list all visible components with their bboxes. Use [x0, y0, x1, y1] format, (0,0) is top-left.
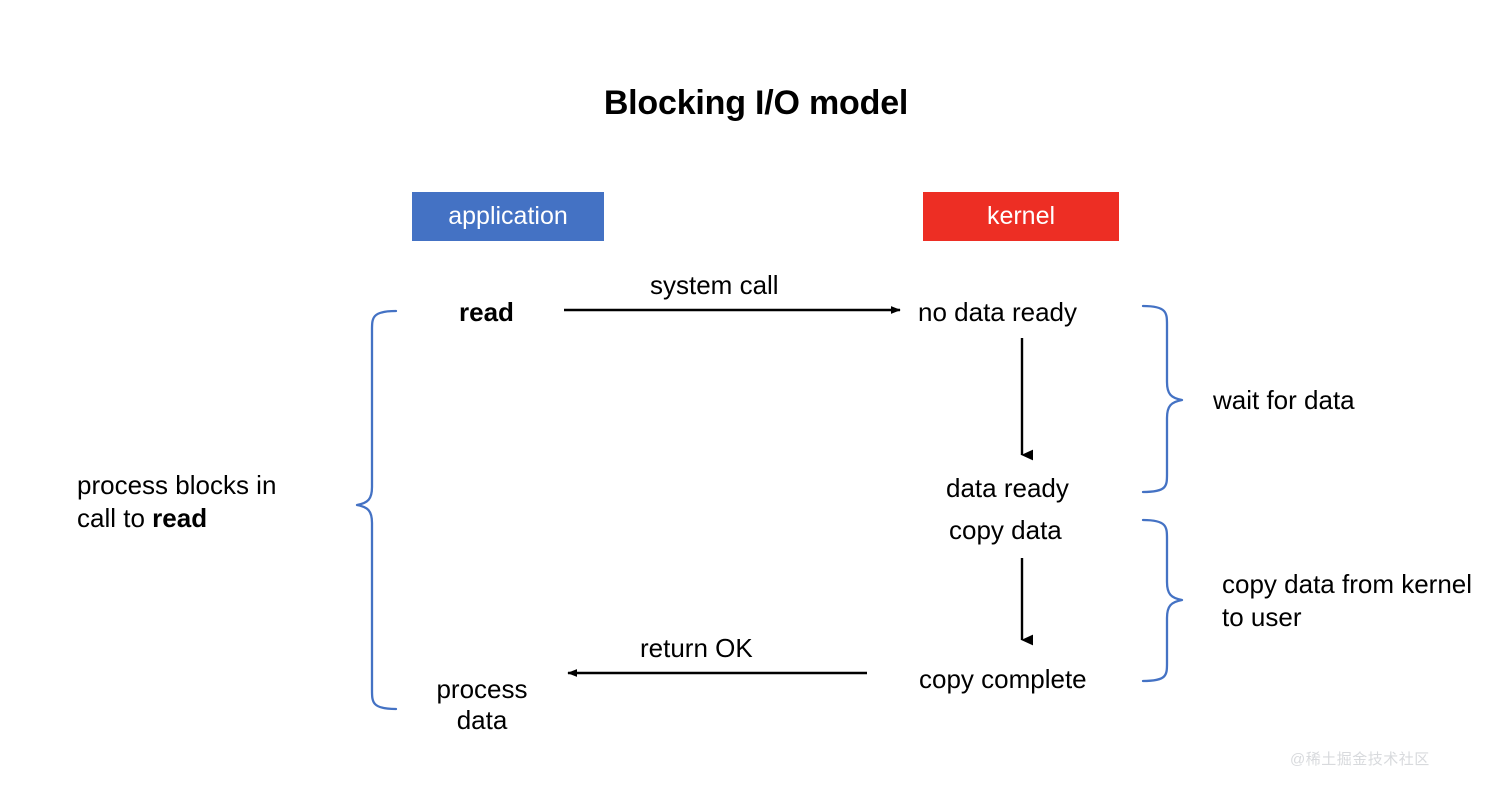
- no-data-ready-label: no data ready: [918, 297, 1078, 327]
- kernel-box[interactable]: kernel: [923, 192, 1119, 241]
- application-box[interactable]: application: [412, 192, 604, 241]
- process-blocks-line2-bold: read: [152, 503, 208, 534]
- process-blocks-line2-prefix: call to: [77, 503, 153, 534]
- page-title: Blocking I/O model: [603, 84, 909, 122]
- return-ok-label: return OK: [640, 633, 753, 663]
- copy-data-brace: [1141, 518, 1184, 683]
- wait-for-data-label: wait for data: [1213, 385, 1355, 415]
- copy-complete-label: copy complete: [919, 664, 1087, 694]
- read-call-label: read: [459, 297, 514, 327]
- process-data-label: process data: [436, 674, 528, 735]
- copy-data-from-kernel-label: copy data from kernel to user: [1222, 569, 1473, 633]
- copy-data-label: copy data: [949, 515, 1062, 545]
- watermark: @稀土掘金技术社区: [1290, 751, 1430, 768]
- wait-for-data-brace: [1141, 304, 1184, 494]
- data-ready-label: data ready: [946, 473, 1069, 503]
- process-blocks-brace: [355, 309, 398, 711]
- system-call-label: system call: [650, 270, 779, 300]
- process-blocks-line1: process blocks in: [77, 470, 277, 500]
